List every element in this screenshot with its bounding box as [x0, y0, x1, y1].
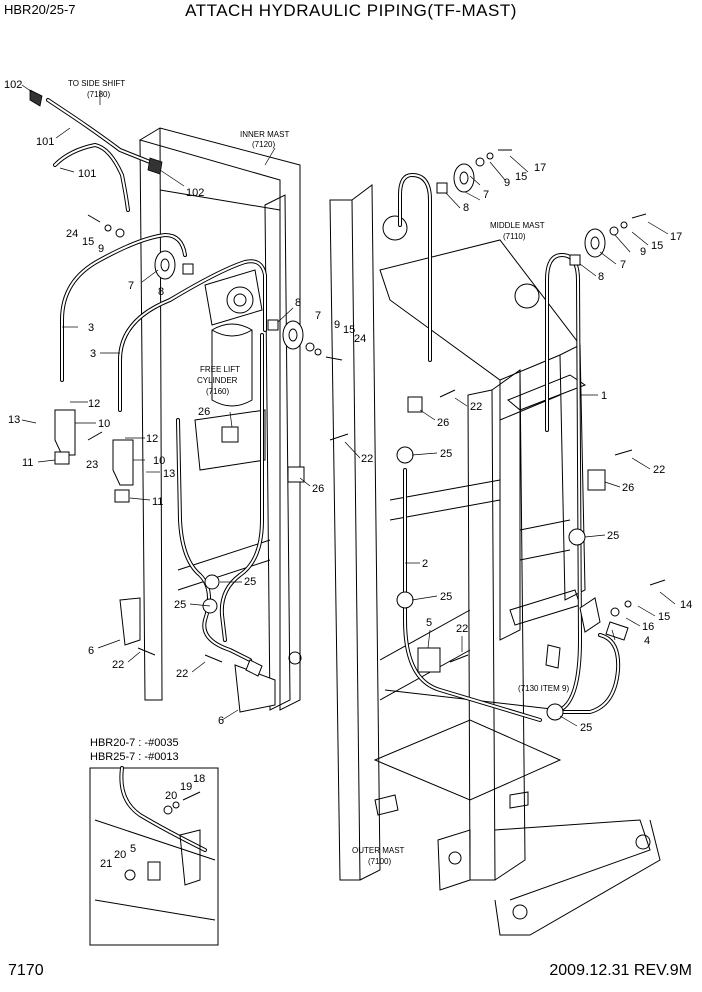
- callout-4: 4: [644, 635, 650, 647]
- callout-26: 26: [312, 483, 324, 495]
- callout-18: 18: [193, 773, 205, 785]
- note-item-ref: (7130 ITEM 9): [518, 684, 569, 693]
- callout-13: 13: [8, 414, 20, 426]
- callout-22: 22: [456, 623, 468, 635]
- callout-8: 8: [463, 202, 469, 214]
- callout-15: 15: [343, 324, 355, 336]
- parts: [29, 89, 629, 721]
- page-title: ATTACH HYDRAULIC PIPING(TF-MAST): [185, 1, 517, 20]
- callout-8: 8: [295, 297, 301, 309]
- page-number: 7170: [8, 962, 44, 979]
- callout-22: 22: [112, 659, 124, 671]
- callout-20: 20: [114, 849, 126, 861]
- callout-25: 25: [440, 591, 452, 603]
- callout-5: 5: [426, 617, 432, 629]
- callout-17: 17: [670, 231, 682, 243]
- model-label: HBR20/25-7: [4, 2, 76, 17]
- leader-lines: [21, 84, 676, 727]
- callout-24: 24: [354, 333, 366, 345]
- note-inner-mast-1: INNER MAST: [240, 130, 289, 139]
- callout-9: 9: [334, 319, 340, 331]
- callout-15: 15: [82, 236, 94, 248]
- callout-14: 14: [680, 599, 692, 611]
- callout-7: 7: [315, 310, 321, 322]
- callout-3: 3: [88, 322, 94, 334]
- callout-7: 7: [483, 189, 489, 201]
- callout-19: 19: [180, 781, 192, 793]
- callout-26: 26: [437, 417, 449, 429]
- callout-1: 1: [601, 390, 607, 402]
- note-inner-mast-2: (7120): [252, 140, 275, 149]
- callout-15: 15: [658, 611, 670, 623]
- callout-26: 26: [622, 482, 634, 494]
- callout-21: 21: [100, 858, 112, 870]
- callout-8: 8: [158, 286, 164, 298]
- callout-101: 101: [36, 136, 54, 148]
- callout-25: 25: [174, 599, 186, 611]
- callout-12: 12: [88, 398, 100, 410]
- outer-mast: [329, 184, 661, 936]
- inset-serial-2: HBR25-7 : -#0013: [90, 751, 179, 763]
- callout-6: 6: [218, 715, 224, 727]
- callout-24: 24: [66, 228, 78, 240]
- callout-9: 9: [98, 243, 104, 255]
- note-outer-mast-1: OUTER MAST: [352, 846, 405, 855]
- callout-20: 20: [165, 790, 177, 802]
- note-free-lift-3: (7160): [206, 387, 229, 396]
- callout-22: 22: [470, 401, 482, 413]
- note-middle-mast-1: MIDDLE MAST: [490, 221, 545, 230]
- callout-17: 17: [534, 162, 546, 174]
- callout-6: 6: [88, 645, 94, 657]
- middle-mast: [379, 215, 587, 711]
- note-outer-mast-2: (7100): [368, 857, 391, 866]
- inset-detail: [89, 766, 219, 946]
- callout-9: 9: [640, 246, 646, 258]
- callout-25: 25: [440, 448, 452, 460]
- callout-numbers: 102 101 101 102 24 15 9 7 8 3 3 12 13 10…: [4, 79, 692, 870]
- callout-102: 102: [4, 79, 22, 91]
- callout-12: 12: [146, 433, 158, 445]
- callout-102: 102: [186, 187, 204, 199]
- callout-7: 7: [128, 280, 134, 292]
- callout-9: 9: [504, 177, 510, 189]
- note-labels: TO SIDE SHIFT (7180) INNER MAST (7120) M…: [68, 79, 569, 866]
- free-lift-cylinder: [204, 269, 263, 407]
- callout-11: 11: [22, 457, 33, 469]
- callout-8: 8: [598, 271, 604, 283]
- callout-3: 3: [90, 348, 96, 360]
- inner-mast: [138, 127, 302, 711]
- inset-serial-1: HBR20-7 : -#0035: [90, 737, 179, 749]
- callout-16: 16: [642, 621, 654, 633]
- callout-22: 22: [176, 668, 188, 680]
- callout-10: 10: [98, 418, 110, 430]
- note-to-side-shift-1: TO SIDE SHIFT: [68, 79, 125, 88]
- callout-26: 26: [198, 406, 210, 418]
- callout-10: 10: [153, 455, 165, 467]
- bolts-washers: [87, 149, 666, 663]
- callout-25: 25: [607, 530, 619, 542]
- callout-23: 23: [86, 459, 98, 471]
- note-middle-mast-2: (7110): [503, 232, 526, 241]
- callout-25: 25: [244, 576, 256, 588]
- callout-15: 15: [515, 171, 527, 183]
- callout-5: 5: [130, 843, 136, 855]
- callout-2: 2: [422, 558, 428, 570]
- callout-101: 101: [78, 168, 96, 180]
- callout-11: 11: [152, 496, 163, 508]
- callout-22: 22: [653, 464, 665, 476]
- callout-13: 13: [163, 468, 175, 480]
- callout-7: 7: [620, 259, 626, 271]
- revision-date: 2009.12.31 REV.9M: [549, 962, 692, 979]
- callout-15: 15: [651, 240, 663, 252]
- callout-22: 22: [361, 453, 373, 465]
- note-free-lift-1: FREE LIFT: [200, 365, 240, 374]
- note-to-side-shift-2: (7180): [87, 90, 110, 99]
- callout-25: 25: [580, 722, 592, 734]
- note-free-lift-2: CYLINDER: [197, 376, 238, 385]
